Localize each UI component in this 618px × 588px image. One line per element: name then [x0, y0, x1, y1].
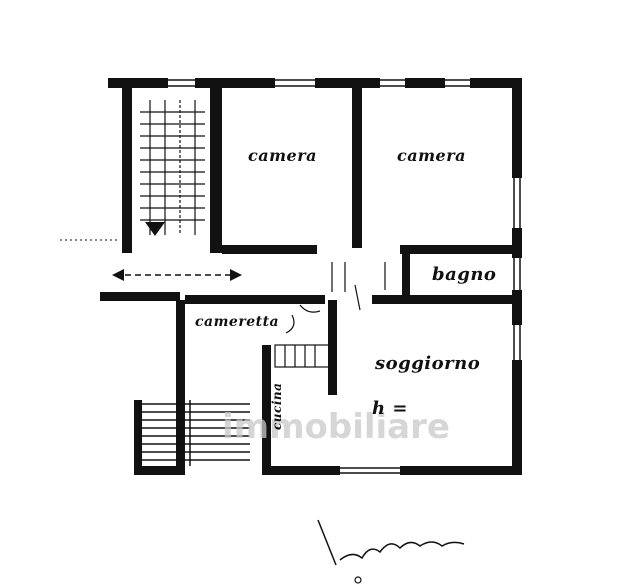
stair-direction-arrow: [145, 222, 165, 236]
room-label-camera-right: camera: [397, 146, 467, 165]
room-label-soggiorno: soggiorno: [375, 353, 481, 374]
lower-stair-hatch: [136, 400, 250, 466]
staircase: [140, 100, 205, 235]
door-marks: [285, 262, 386, 334]
room-label-cameretta: cameretta: [195, 314, 280, 330]
signature-scribble: [317, 519, 465, 566]
room-label-bagno: bagno: [432, 264, 497, 285]
signature-dot: [354, 576, 362, 584]
watermark-text: immobiliare: [222, 407, 450, 447]
room-label-camera-left: camera: [248, 146, 318, 165]
room-label-cucina: cucina: [270, 382, 284, 430]
walls: [100, 78, 522, 475]
windows: [168, 79, 521, 474]
entry-steps: [274, 344, 331, 368]
height-mark: h =: [372, 398, 408, 419]
landing-arrows: [60, 239, 242, 281]
